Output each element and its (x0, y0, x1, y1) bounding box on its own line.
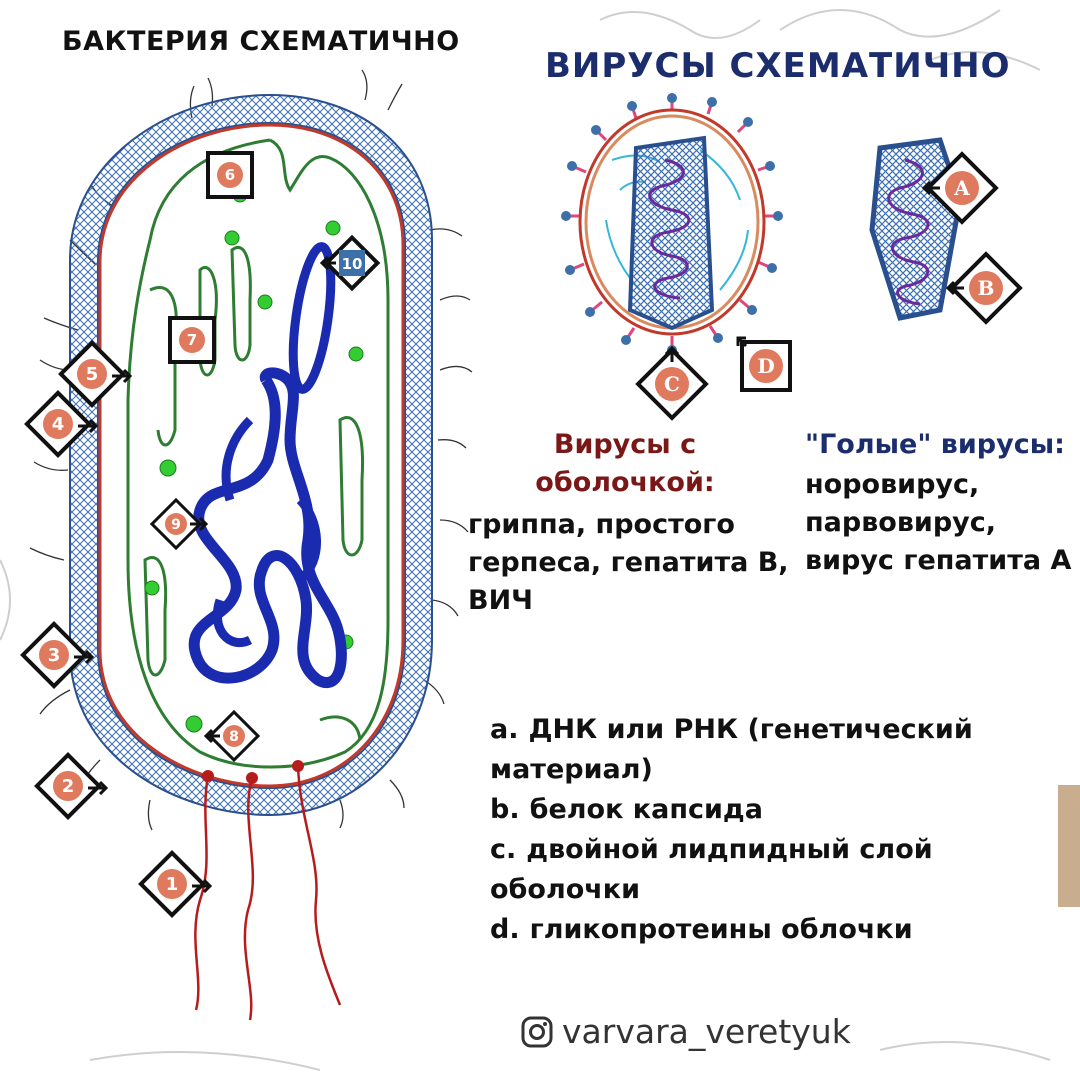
marker-7-label: 7 (187, 331, 197, 349)
marker-6: 6 (206, 151, 254, 199)
bacterium-basal-bodies (202, 760, 304, 784)
bacterium-illustration (29, 69, 473, 1021)
marker-5-label: 5 (86, 364, 99, 385)
marker-c-label: C (664, 372, 680, 396)
bacterium-flagella (194, 765, 342, 1021)
enveloped-example-line: ВИЧ (468, 585, 533, 616)
naked-example-line: вирус гепатита А (805, 545, 1072, 576)
legend-item-c: c.двойной лидпидный слой (490, 834, 933, 865)
marker-8-label: 8 (229, 729, 239, 745)
marker-3-label: 3 (48, 645, 61, 666)
footer-handle[interactable]: varvara_veretyuk (520, 1012, 851, 1051)
enveloped-heading: Вирусы с оболочкой: (520, 426, 730, 502)
legend-item-a-cont: материал) (490, 754, 653, 785)
naked-heading: "Голые" вирусы: (805, 429, 1065, 460)
bacterium-membrane (98, 123, 405, 788)
marker-a-label: A (953, 176, 970, 200)
bacterium-plasmid (288, 242, 336, 394)
enveloped-examples: гриппа, простого герпеса, гепатита В, ВИ… (468, 506, 798, 620)
naked-example-line: парвовирус, (805, 507, 997, 538)
bacterium-cell-wall (69, 93, 433, 817)
enveloped-virus (561, 93, 783, 355)
bacteria-title: БАКТЕРИЯ СХЕМАТИЧНО (62, 26, 460, 57)
accent-tab (1058, 785, 1080, 907)
naked-example-line: норовирус, (805, 469, 980, 500)
legend-item-a: a.ДНК или РНК (генетический (490, 714, 973, 745)
marker-b-label: B (978, 276, 995, 300)
marker-9-label: 9 (171, 517, 181, 533)
bacterium-nucleoid (188, 367, 347, 688)
marker-10-label: 10 (342, 255, 363, 273)
legend-item-d: d.гликопротеины облочки (490, 914, 913, 945)
naked-examples: норовирус, парвовирус, вирус гепатита А (805, 466, 1071, 580)
legend-item-b: b.белок капсида (490, 794, 763, 825)
marker-d: D (740, 340, 792, 392)
marker-arrows (74, 255, 336, 894)
marker-6-label: 6 (225, 166, 235, 184)
instagram-icon (521, 1016, 553, 1047)
marker-2-label: 2 (62, 776, 75, 797)
decorative-sketch-lines (0, 9, 1051, 1071)
marker-7: 7 (168, 316, 216, 364)
bacterium-markers: 6 7 10 5 4 (20, 151, 381, 918)
marker-1-label: 1 (166, 874, 179, 895)
virus-markers: A B C D (635, 151, 1023, 421)
enveloped-example-line: герпеса, гепатита В, (468, 547, 789, 578)
handle-text: varvara_veretyuk (562, 1012, 851, 1051)
enveloped-heading-line-2: оболочкой: (535, 467, 715, 498)
marker-4-label: 4 (52, 414, 65, 435)
viruses-title: ВИРУСЫ СХЕМАТИЧНО (545, 46, 1011, 86)
enveloped-heading-line-1: Вирусы с (553, 429, 697, 460)
marker-d-label: D (757, 354, 774, 378)
virus-genome (648, 158, 691, 300)
legend-item-c-cont: оболочки (490, 874, 641, 905)
bacterium-nucleoid-loops (212, 416, 321, 648)
legend: a.ДНК или РНК (генетический материал) b.… (490, 710, 973, 950)
naked-virus-genome (887, 158, 930, 306)
enveloped-example-line: гриппа, простого (468, 509, 735, 540)
